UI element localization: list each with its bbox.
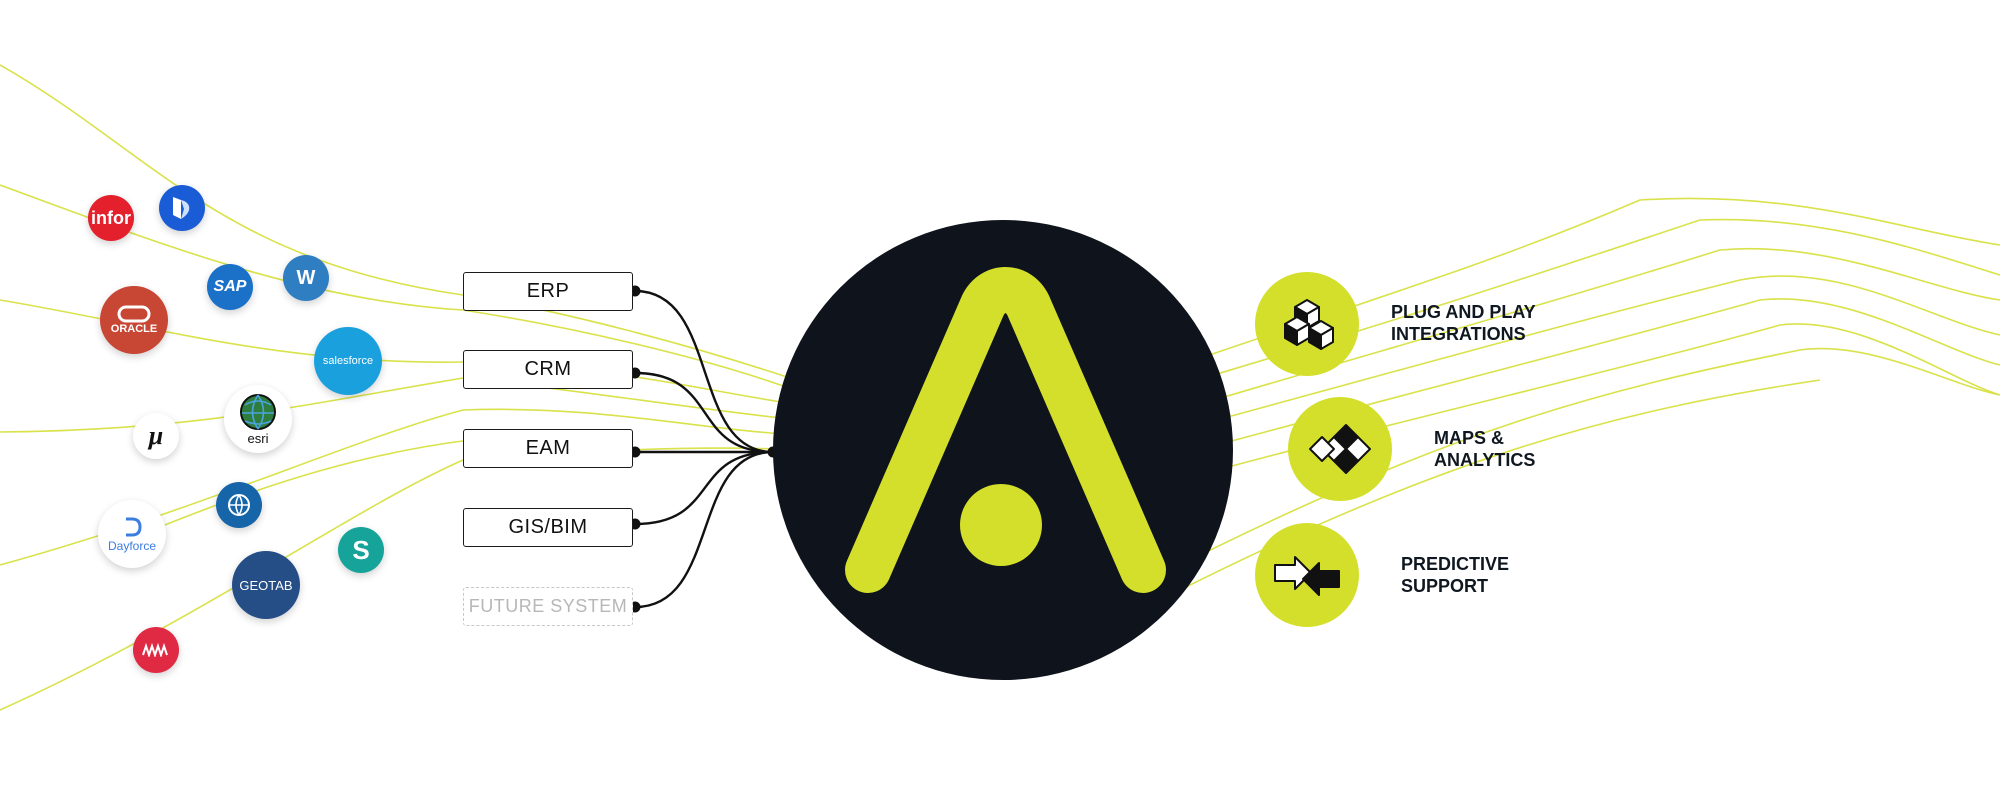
feature-integrations-label: PLUG AND PLAY INTEGRATIONS: [1391, 301, 1591, 345]
red-app-logo: [133, 627, 179, 673]
sap-logo: SAP: [207, 264, 253, 310]
dayforce-logo-text: Dayforce: [107, 539, 157, 553]
feature-maps-line1: MAPS &: [1434, 428, 1505, 448]
wave-icon: [142, 643, 168, 657]
connector-gisbim: [634, 450, 774, 526]
system-erp-label: ERP: [526, 280, 570, 302]
hub-a-shape: [845, 267, 1166, 593]
system-crm[interactable]: CRM: [463, 350, 633, 389]
dayforce-logo: Dayforce: [98, 500, 166, 568]
system-gisbim[interactable]: GIS/BIM: [463, 508, 633, 547]
salesforce-logo: salesforce: [314, 327, 382, 395]
connector-crm: [634, 371, 774, 454]
mu-logo-text: μ: [148, 421, 164, 450]
feature-support-line2: SUPPORT: [1401, 576, 1489, 596]
feature-maps-badge: [1288, 397, 1392, 501]
workday-logo-text: W: [296, 266, 316, 289]
s-app-logo-text: S: [352, 534, 370, 565]
system-eam-label: EAM: [525, 437, 571, 459]
feature-integrations-line2: INTEGRATIONS: [1391, 324, 1526, 344]
system-crm-label: CRM: [524, 358, 572, 380]
system-gisbim-label: GIS/BIM: [508, 516, 588, 538]
system-erp[interactable]: ERP: [463, 272, 633, 311]
hub-logo: [773, 220, 1233, 680]
s-app-logo: S: [338, 527, 384, 573]
dayforce-d-icon: [126, 517, 142, 537]
mu-logo: μ: [133, 413, 179, 459]
esri-logo: esri: [224, 385, 292, 453]
dynamics-icon: [173, 197, 190, 219]
globe-icon: [228, 494, 250, 516]
geotab-logo-text: GEOTAB: [239, 577, 293, 593]
arrows-icon: [1274, 556, 1340, 596]
system-future-label: FUTURE SYSTEM: [468, 596, 628, 616]
dynamics-logo: [159, 185, 205, 231]
system-eam[interactable]: EAM: [463, 429, 633, 468]
feature-maps-label: MAPS & ANALYTICS: [1434, 427, 1634, 471]
hub-a-dot: [960, 484, 1042, 566]
esri-logo-text: esri: [247, 430, 269, 446]
workday-logo: W: [283, 255, 329, 301]
feature-maps-line2: ANALYTICS: [1434, 450, 1536, 470]
salesforce-logo-text: salesforce: [322, 355, 374, 367]
globe-logo: [216, 482, 262, 528]
oracle-logo: ORACLE: [100, 286, 168, 354]
feature-support-line1: PREDICTIVE: [1401, 554, 1510, 574]
sap-logo-text: SAP: [213, 278, 247, 295]
feature-support-badge: [1255, 523, 1359, 627]
cubes-icon: [1284, 299, 1334, 350]
map-icon: [1309, 424, 1371, 474]
geotab-logo: GEOTAB: [232, 551, 300, 619]
infor-logo: infor: [88, 195, 134, 241]
feature-integrations-badge: [1255, 272, 1359, 376]
feature-integrations-line1: PLUG AND PLAY: [1391, 302, 1536, 322]
infor-logo-text: infor: [91, 207, 131, 228]
system-future[interactable]: FUTURE SYSTEM: [463, 587, 633, 626]
feature-support-label: PREDICTIVE SUPPORT: [1401, 553, 1601, 597]
connector-erp: [634, 289, 774, 454]
connector-future: [634, 450, 774, 609]
esri-globe-icon: [240, 393, 276, 430]
oracle-ring-icon: [117, 305, 151, 323]
oracle-logo-text: ORACLE: [110, 323, 158, 335]
